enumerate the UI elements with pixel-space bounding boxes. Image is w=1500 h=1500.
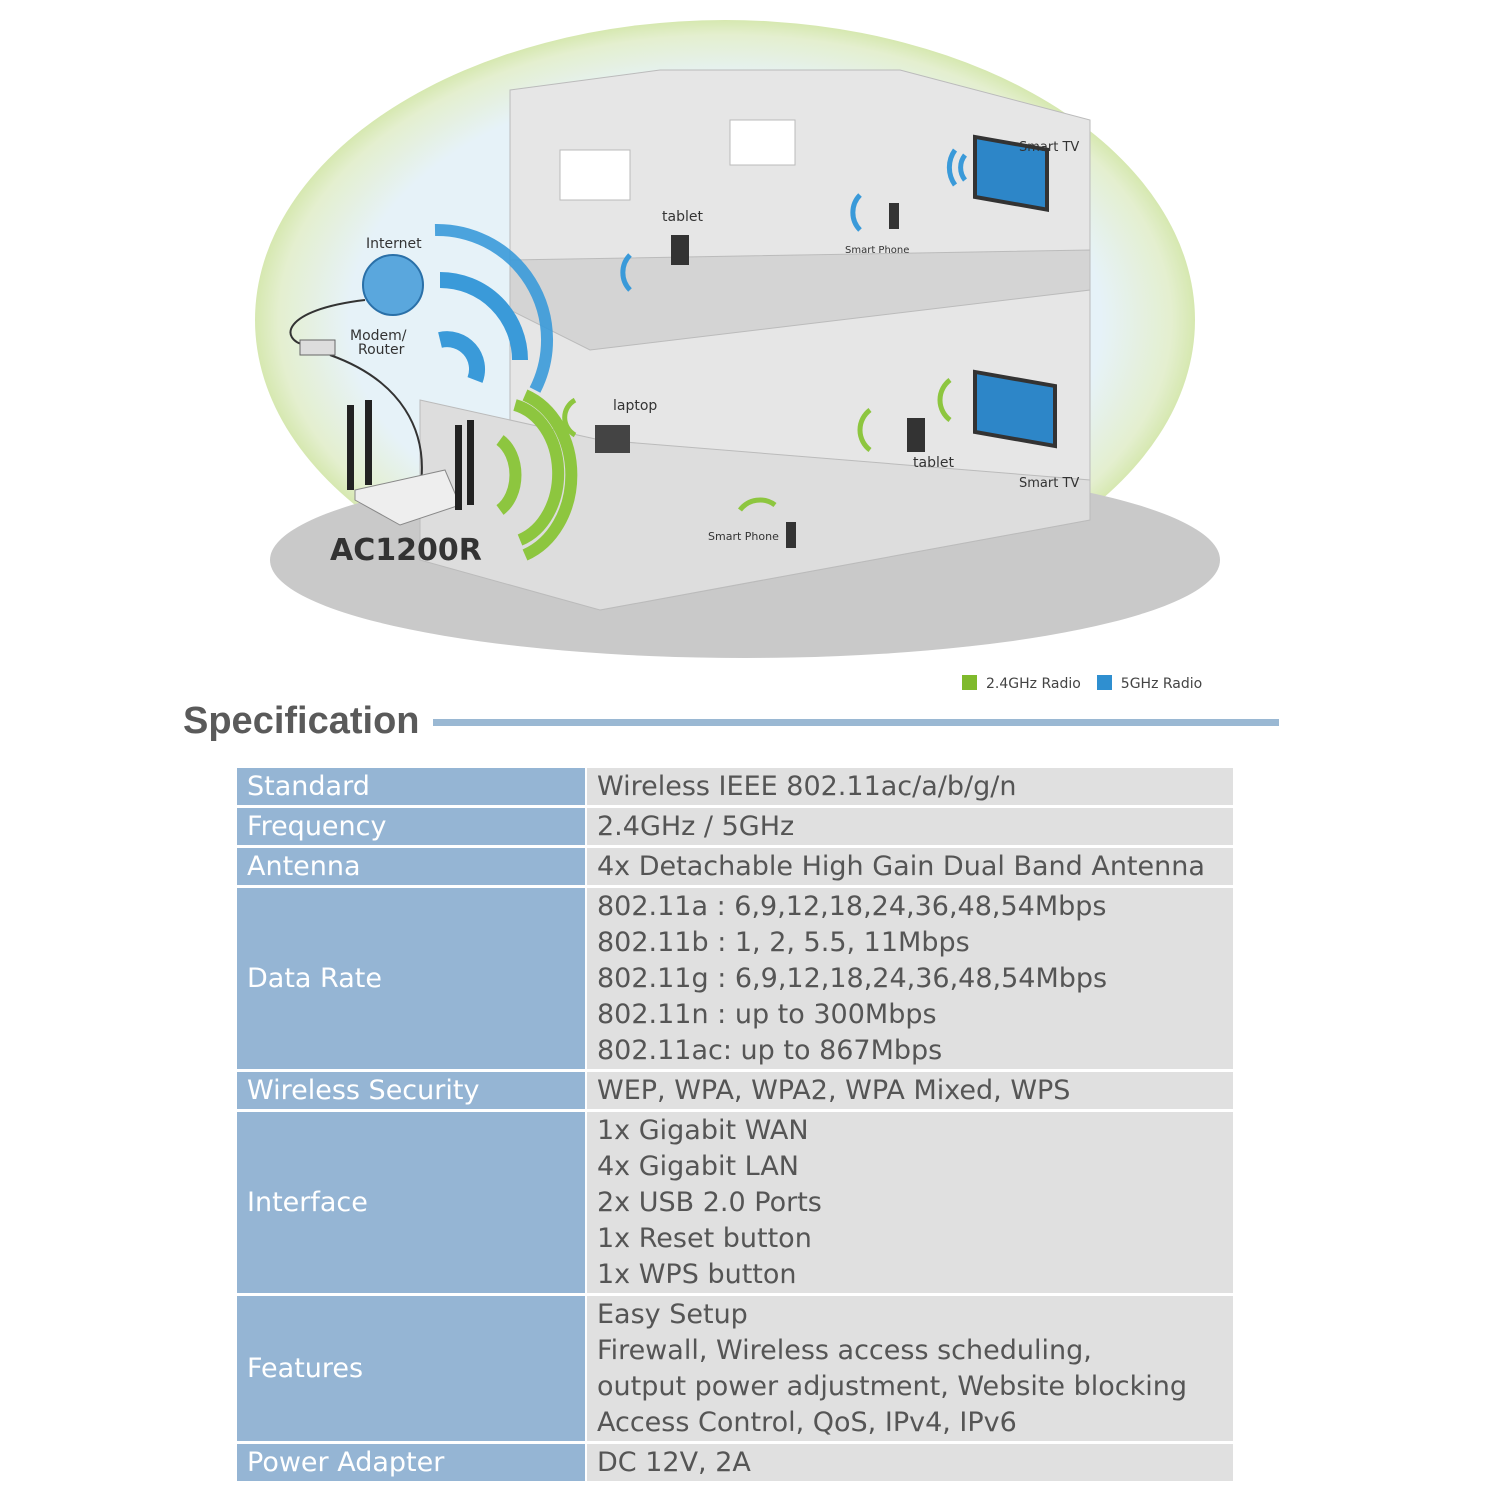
modem-label: Modem/ [350, 328, 407, 344]
smart-phone-label: Smart Phone [708, 530, 779, 543]
legend-label: 5GHz Radio [1120, 676, 1203, 692]
spec-value-line: DC 12V, 2A [597, 1447, 751, 1478]
spec-value-line: 1x Reset button [597, 1223, 812, 1254]
tablet-icon [907, 418, 925, 452]
tv-icon [973, 369, 1057, 449]
tablet-label: tablet [913, 455, 954, 471]
spec-row: Interface 1x Gigabit WAN 4x Gigabit LAN 2x … [237, 1112, 1233, 1293]
spec-value: 802.11a : 6,9,12,18,24,36,48,54Mbps 802.1… [587, 888, 1233, 1069]
network-illustration: AC1200R Internet Modem/ Router tablet Sm… [255, 20, 1220, 658]
laptop-label: laptop [613, 398, 657, 414]
spec-key: Standard [237, 768, 585, 805]
smart-phone-label: Smart Phone [845, 245, 909, 256]
internet-label: Internet [366, 236, 422, 252]
wifi-5ghz-waves [434, 148, 968, 393]
tv-icon [973, 134, 1049, 212]
spec-value-line: Firewall, Wireless access scheduling, [597, 1335, 1092, 1366]
wifi-24ghz-waves [496, 378, 952, 561]
spec-value-line: 802.11b : 1, 2, 5.5, 11Mbps [597, 927, 970, 958]
spec-row: Frequency 2.4GHz / 5GHz [237, 808, 1233, 845]
spec-key: Features [237, 1296, 585, 1441]
spec-key: Antenna [237, 848, 585, 885]
spec-value-line: 802.11n : up to 300Mbps [597, 999, 937, 1030]
legend-label: 2.4GHz Radio [986, 676, 1081, 692]
spec-value: Wireless IEEE 802.11ac/a/b/g/n [587, 768, 1233, 805]
smart-tv-label: Smart TV [1019, 140, 1079, 155]
spec-key: Frequency [237, 808, 585, 845]
tablet-label: tablet [662, 209, 703, 225]
house [419, 69, 1091, 611]
spec-value-line: Wireless IEEE 802.11ac/a/b/g/n [597, 771, 1017, 802]
tablet-icon [671, 235, 689, 265]
cable [289, 299, 423, 491]
spec-row: Antenna 4x Detachable High Gain Dual Band… [237, 848, 1233, 885]
spec-key: Interface [237, 1112, 585, 1293]
spec-value: DC 12V, 2A [587, 1444, 1233, 1481]
spec-value-line: 802.11g : 6,9,12,18,24,36,48,54Mbps [597, 963, 1108, 994]
router-model-label: AC1200R [330, 533, 482, 568]
title-divider [433, 719, 1279, 726]
spec-value-line: 802.11ac: up to 867Mbps [597, 1035, 943, 1066]
internet-globe-icon [362, 254, 424, 316]
spec-value-line: Easy Setup [597, 1299, 748, 1330]
spec-value-line: 1x WPS button [597, 1259, 797, 1290]
phone-icon [889, 203, 899, 229]
spec-row: Standard Wireless IEEE 802.11ac/a/b/g/n [237, 768, 1233, 805]
spec-title: Specification [183, 700, 420, 742]
spec-value-line: output power adjustment, Website blockin… [597, 1371, 1188, 1402]
smart-tv-label: Smart TV [1019, 476, 1079, 491]
router-label: Router [358, 342, 405, 358]
spec-value-line: WEP, WPA, WPA2, WPA Mixed, WPS [597, 1075, 1071, 1106]
spec-value: WEP, WPA, WPA2, WPA Mixed, WPS [587, 1072, 1233, 1109]
spec-key: Data Rate [237, 888, 585, 1069]
legend: 2.4GHz Radio 5GHz Radio [962, 675, 1202, 692]
legend-item: 5GHz Radio [1096, 675, 1203, 692]
spec-value: 1x Gigabit WAN 4x Gigabit LAN 2x USB 2.0 P… [587, 1112, 1233, 1293]
modem-icon [299, 339, 336, 356]
spec-value-line: 2.4GHz / 5GHz [597, 811, 795, 842]
spec-key: Power Adapter [237, 1444, 585, 1481]
spec-value-line: 802.11a : 6,9,12,18,24,36,48,54Mbps [597, 891, 1107, 922]
phone-icon [786, 522, 796, 548]
spec-value: 2.4GHz / 5GHz [587, 808, 1233, 845]
spec-value-line: 1x Gigabit WAN [597, 1115, 809, 1146]
legend-swatch-green [962, 675, 977, 690]
spec-value-line: 4x Detachable High Gain Dual Band Antenn… [597, 851, 1205, 882]
legend-item: 2.4GHz Radio [962, 675, 1081, 692]
spec-value-line: 2x USB 2.0 Ports [597, 1187, 822, 1218]
spec-value-line: Access Control, QoS, IPv4, IPv6 [597, 1407, 1017, 1438]
laptop-icon [595, 425, 630, 453]
spec-key: Wireless Security [237, 1072, 585, 1109]
legend-swatch-blue [1096, 675, 1112, 690]
router-icon [347, 400, 474, 526]
spec-row: Wireless Security WEP, WPA, WPA2, WPA Mix… [237, 1072, 1233, 1109]
spec-row: Power Adapter DC 12V, 2A [237, 1444, 1233, 1481]
spec-value-line: 4x Gigabit LAN [597, 1151, 799, 1182]
spec-value: 4x Detachable High Gain Dual Band Antenn… [587, 848, 1233, 885]
